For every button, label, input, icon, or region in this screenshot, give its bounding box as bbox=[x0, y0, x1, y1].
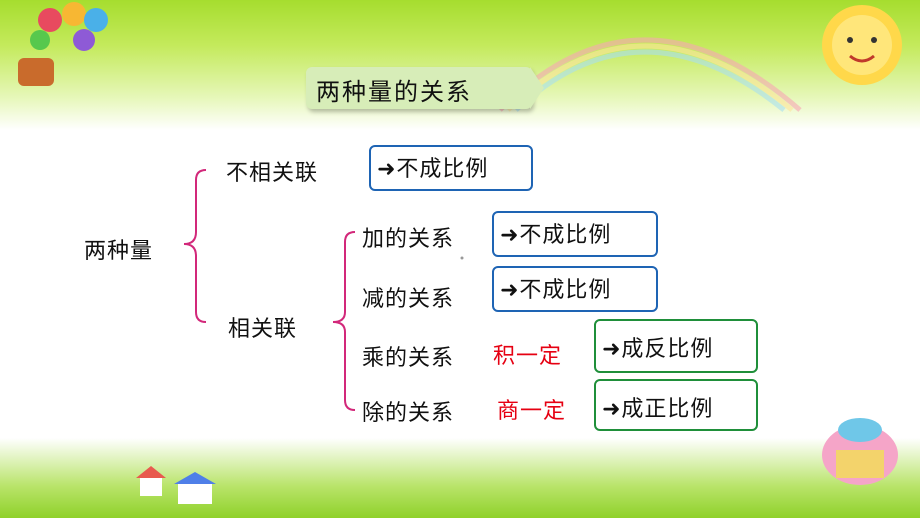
title-banner bbox=[306, 67, 532, 109]
rainbow-illustration bbox=[498, 37, 802, 112]
relation-multiply-condition: 积一定 bbox=[493, 344, 563, 369]
sun-illustration bbox=[822, 5, 902, 85]
related-bracket bbox=[332, 231, 356, 411]
relation-add-result-box: ➜不成比例 bbox=[492, 211, 658, 257]
root-bracket bbox=[183, 169, 207, 323]
result-unrelated-box: ➜不成比例 bbox=[369, 145, 533, 191]
relation-divide-condition: 商一定 bbox=[497, 399, 567, 424]
relation-add-label: 加的关系 bbox=[362, 227, 455, 252]
root-label: 两种量 bbox=[84, 239, 154, 264]
relation-multiply-result-box: ➜成反比例 bbox=[594, 319, 758, 373]
branch-related-label: 相关联 bbox=[228, 317, 298, 342]
relation-divide-result-box: ➜成正比例 bbox=[594, 379, 758, 431]
relation-subtract-label: 减的关系 bbox=[362, 287, 455, 312]
balloons-illustration bbox=[18, 2, 108, 86]
page-title: 两种量的关系 bbox=[316, 78, 472, 106]
title-banner-arrow bbox=[530, 67, 544, 109]
relation-subtract-result-box: ➜不成比例 bbox=[492, 266, 658, 312]
castle-illustration bbox=[822, 418, 898, 485]
relation-divide-label: 除的关系 bbox=[362, 401, 455, 426]
houses-illustration bbox=[136, 466, 216, 504]
relation-multiply-label: 乘的关系 bbox=[362, 346, 455, 371]
branch-unrelated-label: 不相关联 bbox=[226, 161, 319, 186]
